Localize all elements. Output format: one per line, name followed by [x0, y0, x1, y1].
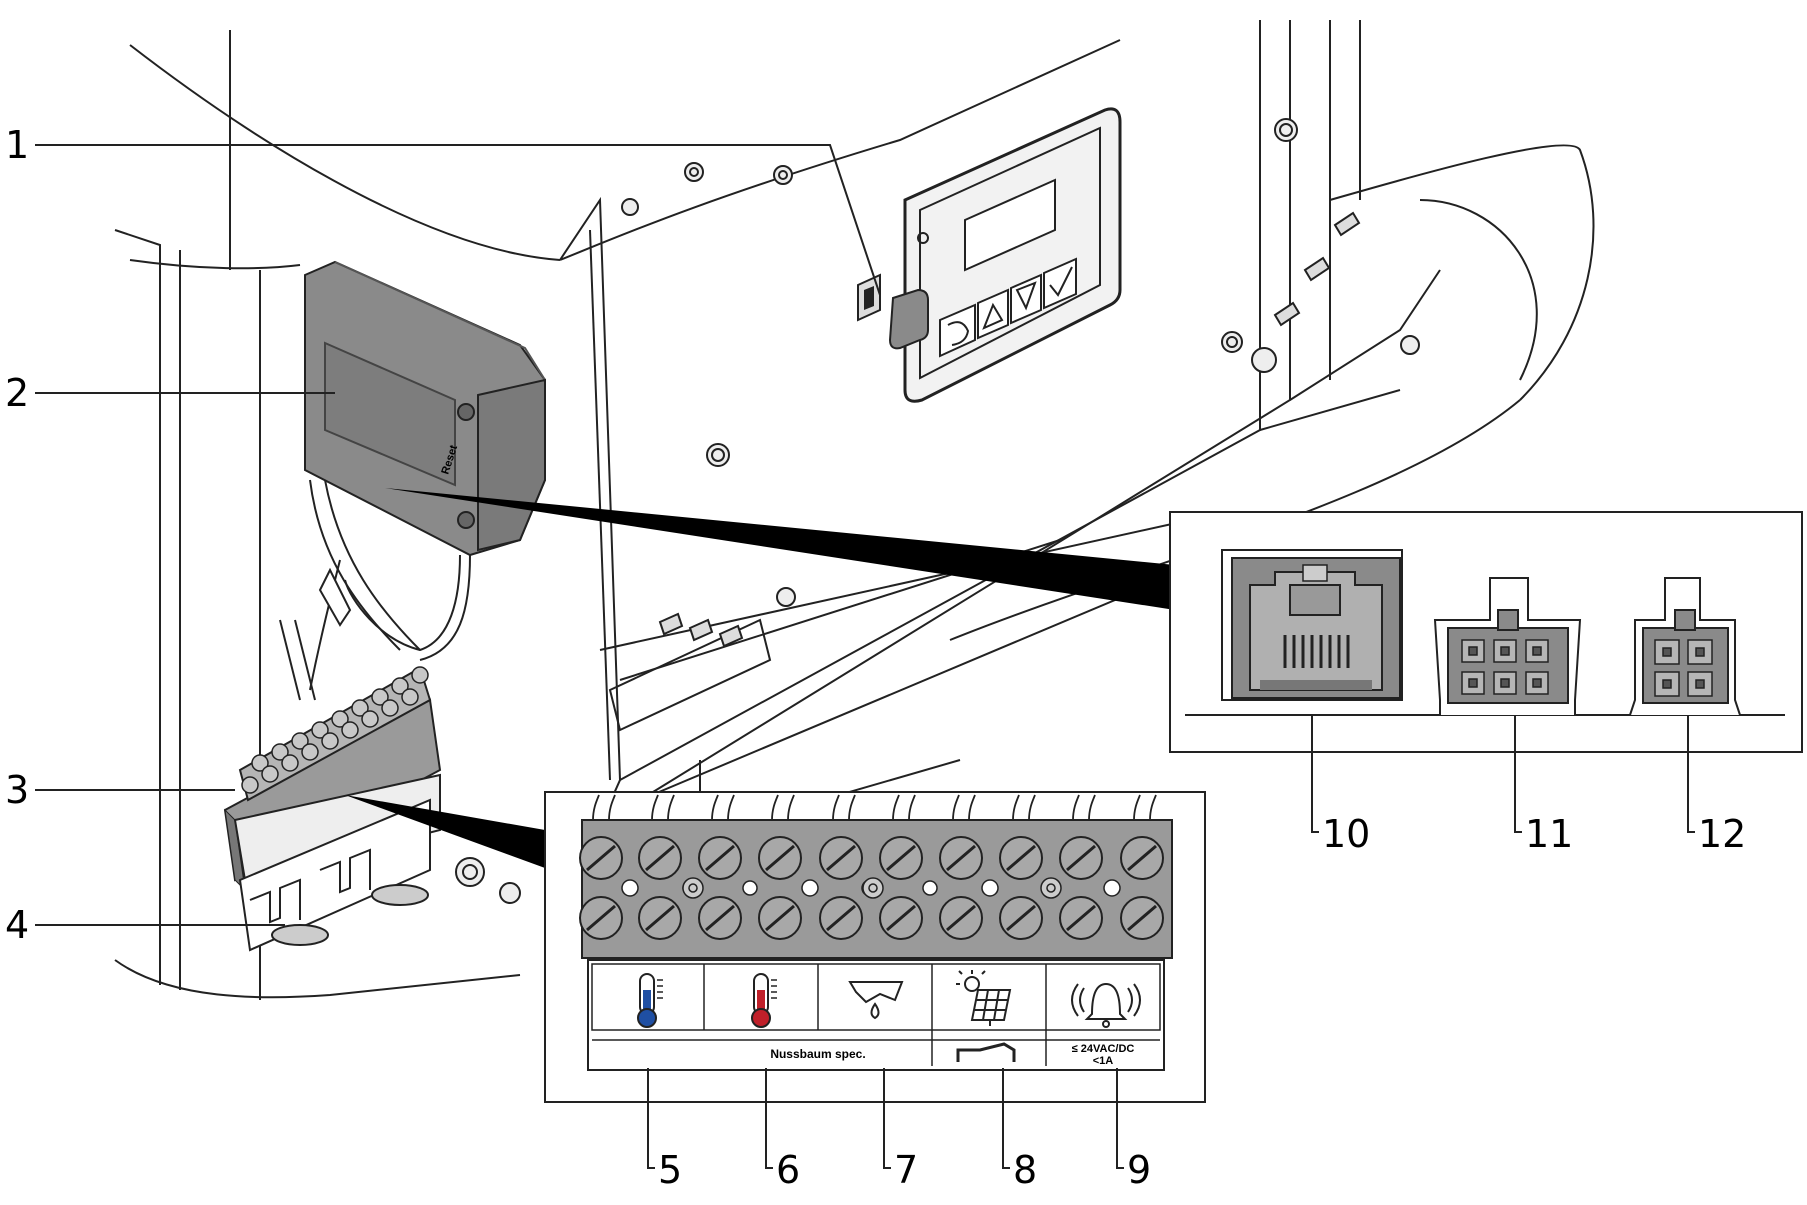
small-terminal-screw [281, 754, 299, 772]
panel-button-up-icon[interactable] [977, 288, 1009, 340]
small-terminal-screw [301, 743, 319, 761]
terminal-screw [999, 836, 1043, 880]
callout-12: 12 [1698, 812, 1746, 856]
small-terminal-screw [261, 765, 279, 783]
callout-10: 10 [1322, 812, 1370, 856]
connector-detail-box [1169, 511, 1803, 753]
callout-5: 5 [658, 1148, 682, 1192]
terminal-screw [1120, 896, 1164, 940]
cable-glands [658, 211, 1361, 648]
terminal-fixing-screw [1040, 877, 1062, 899]
small-terminal-screw [371, 688, 389, 706]
callout-3: 3 [5, 768, 29, 812]
panel-screws [455, 118, 1420, 904]
terminal-screw [939, 896, 983, 940]
voltage-label-line1: ≤ 24VAC/DC [1072, 1043, 1135, 1055]
panel-button-down-icon[interactable] [1010, 273, 1042, 325]
terminal-screw [579, 896, 623, 940]
terminal-hole [1103, 879, 1121, 897]
terminal-fixing-screw [862, 877, 884, 899]
small-terminal-screw [391, 677, 409, 695]
terminal-hole [742, 880, 758, 896]
terminal-wires [592, 794, 1157, 821]
small-terminal-screw [311, 721, 329, 739]
usb-port [857, 273, 929, 350]
alarm-bell-icon [1071, 982, 1141, 1028]
terminal-screw [819, 836, 863, 880]
terminal-screw [939, 836, 983, 880]
terminal-screw [579, 836, 623, 880]
module-box: Reset [304, 260, 546, 557]
solar-panel-icon [956, 970, 1012, 1026]
callout-6: 6 [776, 1148, 800, 1192]
zoom-beam-module [385, 488, 1175, 610]
terminal-screw [1059, 896, 1103, 940]
4-pin-connector [1629, 577, 1741, 716]
small-terminal-screw [351, 699, 369, 717]
small-terminal-block [223, 666, 442, 892]
cables [279, 479, 471, 701]
rj45-port [1221, 549, 1403, 701]
terminal-screw [999, 896, 1043, 940]
small-terminal-screw [291, 732, 309, 750]
callout-11: 11 [1525, 812, 1573, 856]
terminal-screws [579, 836, 1164, 940]
panel-button-confirm-icon[interactable] [1043, 257, 1077, 310]
small-terminal-screw [361, 710, 379, 728]
terminal-detail-box: Nussbaum spec. ≤ 24VAC/DC <1A [544, 791, 1206, 1103]
zoom-beam-terminal [345, 795, 545, 868]
water-sensor-icon [848, 981, 904, 1020]
terminal-screw [758, 896, 802, 940]
control-panel [903, 107, 1122, 403]
terminal-screw [758, 836, 802, 880]
switch-contact-icon [956, 1042, 1016, 1062]
nussbaum-spec-label: Nussbaum spec. [770, 1047, 865, 1061]
terminal-screw [638, 896, 682, 940]
small-terminal-screw [321, 732, 339, 750]
small-terminal-screw [251, 754, 269, 772]
terminal-hole [922, 880, 938, 896]
terminal-screw [638, 836, 682, 880]
terminal-screw [879, 836, 923, 880]
panel-button-back-icon[interactable] [939, 303, 976, 358]
terminal-hole [981, 879, 999, 897]
callout-numbers: 1 2 3 4 5 6 7 8 9 10 11 12 [5, 123, 1746, 1192]
voltage-label-line2: <1A [1093, 1055, 1114, 1067]
terminal-fixing-screw [682, 877, 704, 899]
leader-lines [35, 144, 1695, 1169]
terminal-hole [801, 879, 819, 897]
terminal-screw [698, 896, 742, 940]
small-terminal-screw [271, 743, 289, 761]
terminal-screw [819, 896, 863, 940]
terminal-hole [621, 879, 639, 897]
terminal-screw [1059, 836, 1103, 880]
callout-2: 2 [5, 371, 29, 415]
callout-8: 8 [1013, 1148, 1037, 1192]
small-terminal-screw [381, 699, 399, 717]
thermometer-hot-icon [751, 973, 777, 1028]
terminal-screw [698, 836, 742, 880]
small-terminal-screw [341, 721, 359, 739]
small-terminal-screw [401, 688, 419, 706]
callout-1: 1 [5, 123, 29, 167]
small-terminal-screw [241, 776, 259, 794]
terminal-screw [879, 896, 923, 940]
thermometer-cold-icon [637, 973, 663, 1028]
callout-4: 4 [5, 903, 29, 947]
callout-9: 9 [1127, 1148, 1151, 1192]
callout-7: 7 [894, 1148, 918, 1192]
terminal-screw [1120, 836, 1164, 880]
cable-channel [238, 798, 431, 952]
6-pin-connector [1433, 577, 1582, 715]
small-terminal-screw [411, 666, 429, 684]
small-terminal-screw [331, 710, 349, 728]
